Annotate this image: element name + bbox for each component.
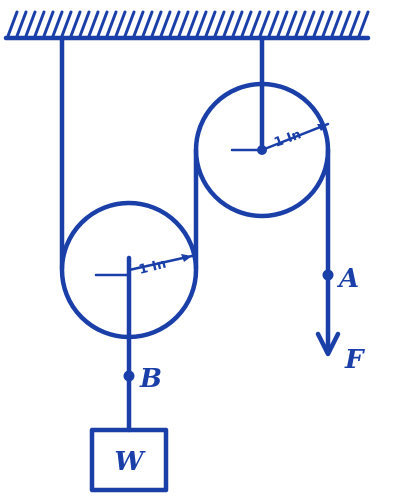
ceiling-hatching [6,10,370,38]
ceiling-hatch-mark [51,10,64,38]
force-label: F [344,345,365,375]
ceiling-hatch-mark [240,10,253,38]
lower-radius-label: 1 In [137,257,167,278]
ceiling-hatch-mark [213,10,226,38]
arrow-down-icon [315,331,341,357]
ceiling-hatch-mark [114,10,127,38]
ceiling-hatch-mark [105,10,118,38]
upper-pulley-center [257,145,267,155]
ceiling-hatch-mark [123,10,136,38]
ceiling-hatch-mark [204,10,217,38]
ceiling-hatch-mark [321,10,334,38]
lower-radius-arrowhead [181,254,192,262]
ceiling-hatch-mark [285,10,298,38]
ceiling-hatch-mark [330,10,343,38]
ceiling-hatch-mark [186,10,199,38]
ceiling-hatch-mark [258,10,271,38]
weight-block: W [89,427,169,493]
ceiling-hatch-mark [33,10,46,38]
ceiling-hatch-mark [276,10,289,38]
upper-radius-arrowhead [317,124,328,131]
ceiling-hatch-mark [249,10,262,38]
ceiling-hatch-mark [159,10,172,38]
lower-pulley-radius-line [127,254,194,272]
ceiling-hatch-mark [303,10,316,38]
ceiling-hatch-mark [15,10,28,38]
ceiling-hatch-mark [357,10,370,38]
ceiling-hatch-mark [231,10,244,38]
ceiling-hatch-mark [141,10,154,38]
ceiling-hatch-mark [132,10,145,38]
ceiling-hatch-mark [222,10,235,38]
ceiling-hatch-mark [348,10,361,38]
ceiling-support [3,10,371,41]
ceiling-hatch-mark [339,10,352,38]
ceiling-hatch-mark [267,10,280,38]
ceiling-hatch-mark [69,10,82,38]
point-a-label: A [336,264,359,294]
ceiling-hatch-mark [177,10,190,38]
point-b-marker [123,370,135,382]
weight-label: W [114,447,146,477]
ceiling-hatch-mark [60,10,73,38]
ceiling-hatch-mark [150,10,163,38]
ceiling-hatch-mark [312,10,325,38]
point-a-marker [322,269,334,281]
weight-box [89,427,169,493]
ceiling-hatch-mark [78,10,91,38]
ceiling-hatch-mark [24,10,37,38]
ceiling-hatch-mark [168,10,181,38]
ceiling-hatch-mark [87,10,100,38]
upper-pulley-radius-line [260,122,330,152]
ceiling-hatch-mark [294,10,307,38]
ceiling-hatch-mark [96,10,109,38]
lower-pulley: 1 In [59,200,199,340]
upper-radius-label: 1 In [272,127,303,151]
ceiling-hatch-mark [6,10,19,38]
point-b-label: B [139,364,162,394]
ceiling-hatch-mark [195,10,208,38]
ceiling-hatch-mark [42,10,55,38]
